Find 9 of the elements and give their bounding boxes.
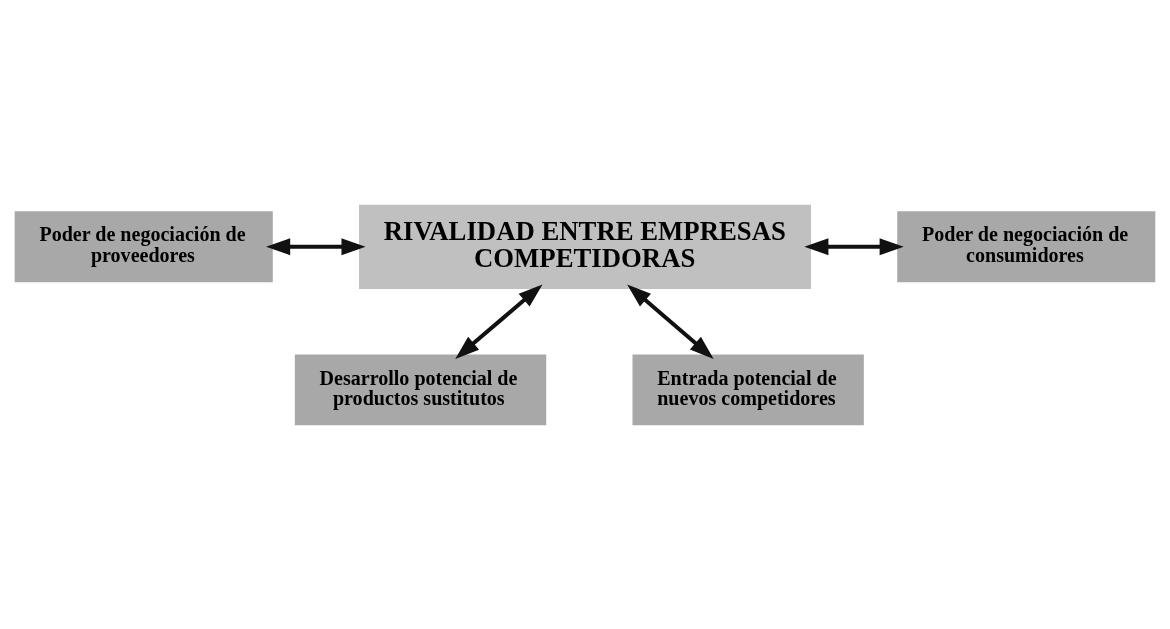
node-box: Poder de negociación de consumidores bbox=[897, 210, 1156, 282]
arrow bbox=[455, 283, 543, 359]
arrow bbox=[266, 237, 366, 255]
node-box: Poder de negociación de proveedores bbox=[14, 210, 273, 282]
arrow bbox=[627, 283, 714, 359]
node-box: Desarrollo potencial de productos sustitutos bbox=[294, 353, 547, 425]
node-box: RIVALIDAD ENTRE EMPRESAS COMPETIDORAS bbox=[359, 204, 811, 289]
node-box: Entrada potencial de nuevos competidores bbox=[632, 353, 864, 425]
arrow bbox=[804, 237, 904, 255]
